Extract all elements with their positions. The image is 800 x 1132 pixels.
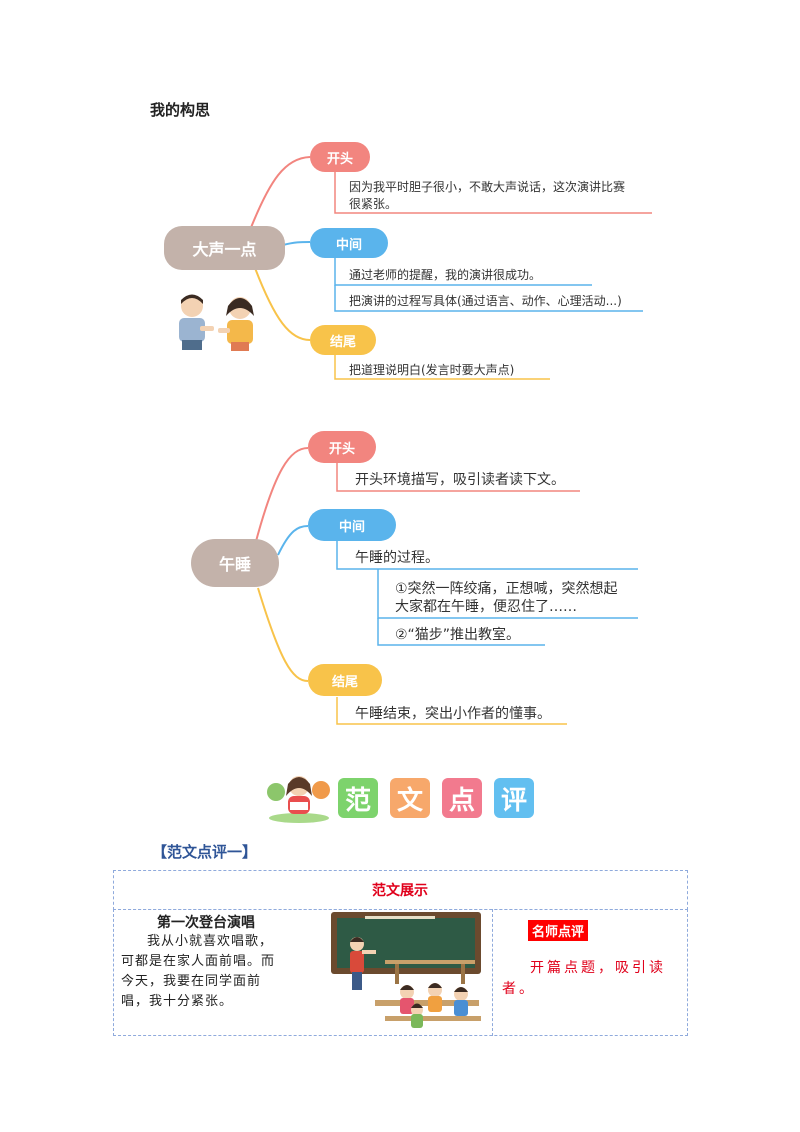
banner-tile-4: 评 [494,778,534,818]
reading-girl-illustration [267,776,330,823]
model-body-box [113,909,688,1036]
essay-title: 第一次登台演唱 [157,915,255,931]
model-header-title: 范文展示 [372,883,428,899]
map2-end-node: 结尾 [308,664,382,696]
banner-tile-2: 文 [390,778,430,818]
classroom-illustration [331,912,481,1028]
page-title: 我的构思 [150,101,211,119]
map1-middle-line-2: 把演讲的过程写具体(通过语言、动作、心理活动...) [349,294,622,308]
comment-text: 开篇点题，吸引读者。 [502,960,666,997]
map1-start-node: 开头 [310,142,370,172]
map1-center-node: 大声一点 [164,226,285,270]
comment-tag: 名师点评 [528,920,589,941]
map2-center-node: 午睡 [191,539,279,587]
essay-body: 我从小就喜欢唱歌，可都是在家人面前唱。而今天，我要在同学面前唱，我十分紧张。 [121,934,276,1009]
map1-end-node: 结尾 [310,325,376,355]
map1-middle-line-1: 通过老师的提醒，我的演讲很成功。 [349,268,542,282]
map2-end-line: 午睡结束，突出小作者的懂事。 [355,706,551,722]
map1-middle-node: 中间 [310,228,388,258]
map1-start-line-2: 很紧张。 [349,197,398,211]
map2-sub1-line-2: 大家都在午睡，便忍住了…… [395,599,577,615]
children-talking-illustration [179,294,254,351]
map1-end-line: 把道理说明白(发言时要大声点) [349,363,515,377]
banner-tile-1: 范 [338,778,378,818]
map1-start-line-1: 因为我平时胆子很小，不敢大声说话，这次演讲比赛 [349,180,626,194]
section-label: 【范文点评一】 [152,843,258,861]
map2-sub1-line-1: ①突然一阵绞痛，正想喊，突然想起 [395,581,618,597]
map2-start-node: 开头 [308,431,376,463]
map2-middle-line: 午睡的过程。 [355,550,439,566]
map2-sub2-line: ②“猫步”推出教室。 [395,627,521,643]
column-divider [492,909,493,1036]
banner-tile-3: 点 [442,778,482,818]
map2-start-line: 开头环境描写，吸引读者读下文。 [355,472,565,488]
map2-middle-node: 中间 [308,509,396,541]
